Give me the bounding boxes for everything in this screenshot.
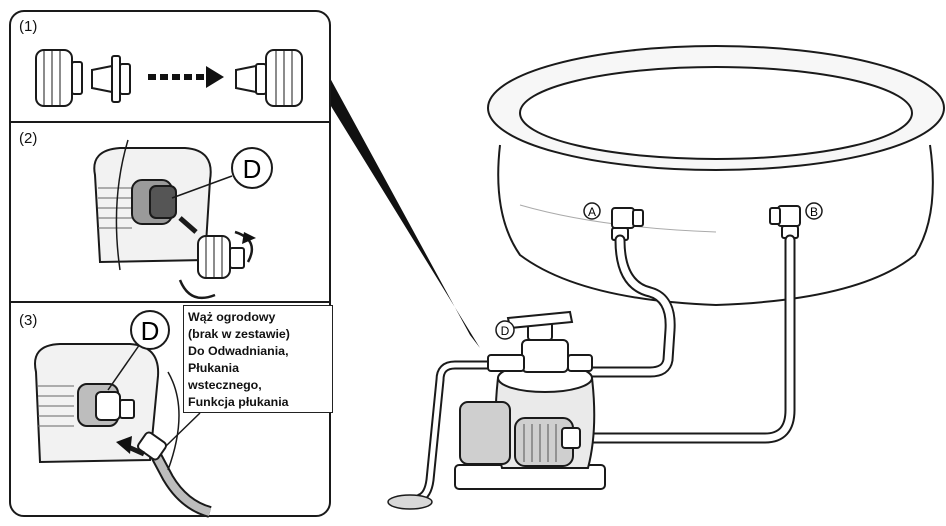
callout-line: Do Odwadniania,	[188, 344, 289, 358]
hose-a	[574, 234, 676, 378]
hose-b	[554, 234, 796, 444]
callout-line: Funkcja płukania	[188, 395, 289, 409]
step3-closeup	[34, 343, 212, 518]
step2-closeup	[93, 139, 256, 300]
water-puddle	[387, 494, 433, 510]
inlet-a-fitting	[611, 207, 644, 241]
callout-line: Płukania	[188, 361, 239, 375]
marker-b: B	[810, 205, 818, 219]
marker-a: A	[588, 205, 596, 219]
filter-pump	[454, 310, 606, 490]
callout-line: (brak w zestawie)	[188, 327, 290, 341]
callout-line: wstecznego,	[188, 378, 262, 392]
marker-d-pump: D	[501, 324, 510, 338]
step-1-label: (1)	[19, 18, 38, 35]
callout-wedge	[318, 78, 480, 348]
step1-parts	[35, 49, 303, 107]
callout-line: Wąż ogrodowy	[188, 310, 276, 324]
marker-d-step3: D	[141, 316, 160, 346]
pool-illustration	[487, 45, 945, 307]
marker-d-step2: D	[243, 154, 262, 184]
outlet-b-fitting	[769, 205, 801, 239]
step-3-label: (3)	[19, 312, 38, 329]
drain-hose	[415, 360, 495, 503]
step-2-label: (2)	[19, 130, 38, 147]
garden-hose-callout: Wąż ogrodowy (brak w zestawie) Do Odwadn…	[183, 305, 333, 413]
